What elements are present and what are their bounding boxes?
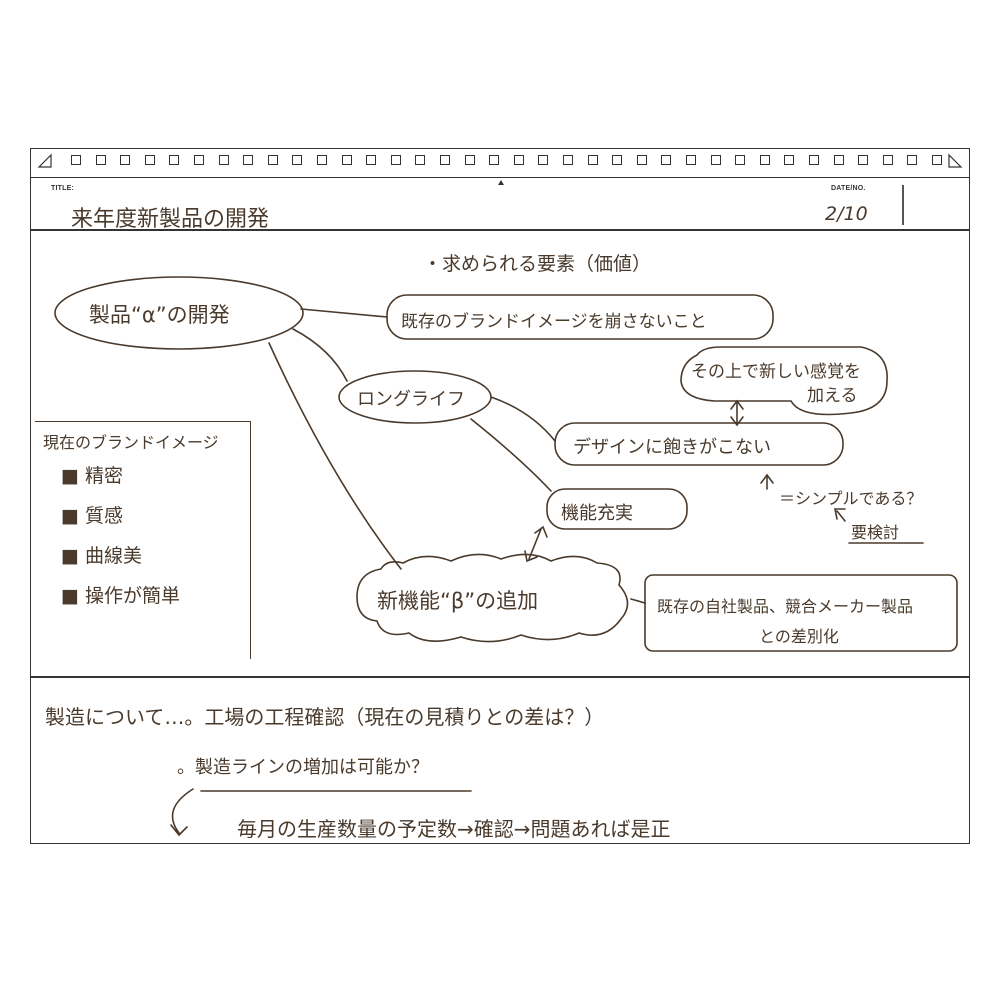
- title-rule: [31, 229, 969, 231]
- brand-image-item: ■ 操作が簡単: [61, 585, 181, 607]
- design-box: [554, 422, 844, 466]
- arrow-review-note: [834, 508, 846, 522]
- date-label: DATE/NO.: [831, 185, 866, 192]
- binding-hole: [95, 155, 106, 165]
- binding-hole: [686, 155, 696, 165]
- main-topic-ellipse: [54, 276, 304, 350]
- design-text: デザインに飽きがこない: [573, 437, 771, 458]
- binding-hole: [366, 155, 377, 165]
- binding-hole: [489, 155, 500, 165]
- connector-feature-diff: [630, 598, 646, 604]
- manufacturing-line-3: 毎月の生産数量の予定数→確認→問題あれば是正: [237, 817, 671, 841]
- binding-hole: [317, 155, 327, 165]
- connector-main-feature: [268, 342, 402, 570]
- binding-hole: [292, 155, 303, 165]
- brand-image-box: [35, 421, 251, 659]
- binding-hole: [784, 155, 795, 165]
- notebook-sheet: TITLE: DATE/NO. 来年度新製品の開発 2/10: [30, 148, 970, 844]
- binding-hole: [243, 155, 254, 165]
- binding-hole: [464, 155, 475, 165]
- main-topic-text: 製品“α”の開発: [89, 303, 230, 327]
- long-life-text: ロングライフ: [357, 389, 465, 410]
- binding-hole: [858, 155, 869, 165]
- binding-hole: [612, 155, 623, 165]
- function-box: [546, 488, 688, 530]
- binding-hole: [661, 155, 672, 165]
- center-mark: [498, 180, 504, 185]
- connector-main-brand: [300, 308, 388, 318]
- new-feel-text-1: その上で新しい感覚を: [691, 362, 861, 382]
- differentiation-text-1: 既存の自社製品、競合メーカー製品: [657, 597, 914, 616]
- title-label: TITLE:: [51, 185, 74, 192]
- arrow-newfeel-design: [730, 399, 744, 427]
- arrow-simple-note: [760, 473, 774, 490]
- connector-longlife-design: [490, 396, 556, 442]
- binding-strip: [31, 149, 969, 177]
- binding-hole: [538, 155, 549, 165]
- binding-hole: [563, 155, 573, 165]
- brand-image-title: 現在のブランドイメージ: [43, 433, 219, 452]
- binding-hole: [710, 155, 721, 165]
- binding-hole: [833, 155, 844, 165]
- binding-hole: [415, 155, 426, 165]
- corner-mark-right: [948, 153, 963, 168]
- corner-mark-left: [37, 153, 52, 168]
- manufacturing-line-1: 製造について…。工場の工程確認（現在の見積りとの差は？）: [45, 705, 605, 729]
- differentiation-box: [644, 574, 958, 652]
- binding-hole: [169, 155, 180, 165]
- binding-hole: [882, 155, 893, 165]
- brand-image-item-label: 精密: [85, 465, 124, 487]
- simple-note-text: ＝シンプルである？: [779, 489, 923, 508]
- binding-hole: [120, 155, 131, 165]
- page-date: 2/10: [825, 203, 868, 225]
- binding-hole: [735, 155, 746, 165]
- manufacturing-curved-arrow: [170, 788, 194, 837]
- manufacturing-line-2: 。製造ラインの増加は可能か？: [177, 757, 429, 778]
- binding-hole: [71, 155, 81, 165]
- new-feature-text: 新機能“β”の追加: [377, 589, 539, 613]
- binding-hole: [440, 155, 450, 165]
- binding-hole: [932, 155, 942, 165]
- binding-hole: [390, 155, 401, 165]
- binding-hole: [587, 155, 598, 165]
- binding-hole: [907, 155, 918, 165]
- brand-image-item: ■ 質感: [61, 505, 124, 527]
- binding-hole: [194, 155, 204, 165]
- connector-main-longlife: [292, 328, 348, 382]
- binding-hole: [341, 155, 352, 165]
- brand-image-item-label: 操作が簡単: [85, 585, 181, 607]
- mindmap-sketch: [54, 276, 958, 837]
- brand-keep-text: 既存のブランドイメージを崩さないこと: [401, 312, 707, 332]
- connector-longlife-function: [470, 418, 552, 492]
- binding-hole: [809, 155, 819, 165]
- differentiation-text-2: との差別化: [759, 627, 839, 646]
- brand-image-item-label: 質感: [85, 505, 124, 527]
- header-rule: [31, 177, 969, 178]
- binding-hole: [636, 155, 647, 165]
- new-feel-text-2: 加える: [807, 386, 858, 406]
- binding-hole: [218, 155, 229, 165]
- brand-image-item: ■ 曲線美: [61, 545, 143, 567]
- new-feature-cloud: [356, 553, 629, 643]
- binding-hole: [513, 155, 524, 165]
- new-feel-cloud: [680, 346, 888, 416]
- binding-hole: [267, 155, 278, 165]
- review-note-text: 要検討: [851, 523, 900, 542]
- arrow-function-feature: [524, 525, 548, 563]
- brand-image-item-label: 曲線美: [85, 545, 143, 567]
- section-divider: [31, 676, 969, 678]
- binding-hole: [759, 155, 770, 165]
- page-title: 来年度新製品の開発: [71, 207, 270, 232]
- function-text: 機能充実: [561, 503, 633, 524]
- binding-hole: [144, 155, 155, 165]
- mindmap-heading: ・求められる要素（価値）: [423, 253, 652, 275]
- date-separator: [902, 185, 904, 225]
- brand-image-item: ■ 精密: [61, 465, 124, 487]
